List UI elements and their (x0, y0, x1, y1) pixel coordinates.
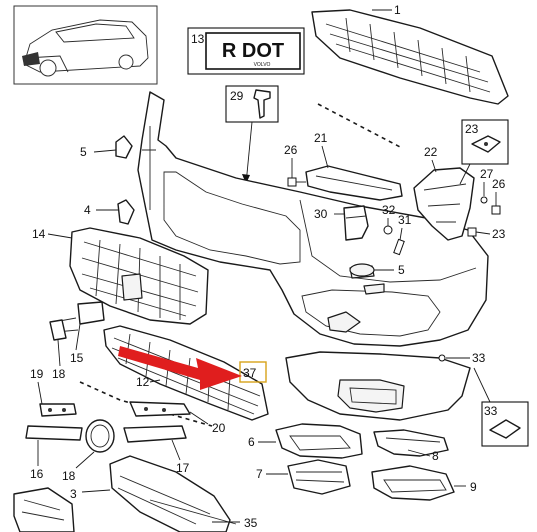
bracket-21 (305, 145, 403, 201)
washer-32 (383, 218, 393, 235)
bracket-15 (53, 301, 105, 351)
callout-1: 1 (394, 3, 401, 17)
callout-22: 22 (424, 145, 438, 159)
callout-6: 6 (248, 435, 255, 449)
callout-27: 27 (480, 167, 494, 181)
plate-brand: VOLVO (254, 62, 271, 68)
callout-33-right: 33 (472, 351, 486, 365)
callout-13: 13 (191, 32, 205, 46)
bolt-27 (480, 182, 488, 204)
bolt-26-left (287, 158, 306, 187)
callout-18-upper: 18 (52, 367, 66, 381)
fog-grille-9 (371, 465, 466, 501)
tow-cover-right (349, 263, 394, 277)
callout-33-box: 33 (484, 404, 498, 418)
bracket-4 (96, 199, 135, 225)
strip-17 (123, 425, 187, 461)
spoiler-37 (285, 351, 471, 421)
callout-35: 35 (244, 516, 258, 530)
callout-30: 30 (314, 207, 328, 221)
vehicle-thumbnail (13, 5, 158, 85)
callout-29: 29 (230, 89, 244, 103)
callout-17: 17 (176, 461, 190, 475)
callout-labels: 1 3 4 5 5 6 7 8 9 12 13 14 15 16 17 18 1… (30, 3, 506, 530)
emblem-18 (75, 419, 115, 469)
callout-31: 31 (398, 213, 412, 227)
bolt-23 (467, 227, 491, 237)
bracket-19 (37, 381, 77, 417)
bolt-26-right (491, 192, 501, 215)
callout-7: 7 (256, 467, 263, 481)
callout-9: 9 (470, 480, 477, 494)
callout-19: 19 (30, 367, 44, 381)
absorber-3 (13, 455, 231, 532)
callout-15: 15 (70, 351, 84, 365)
callout-26-right: 26 (492, 177, 506, 191)
callout-37: 37 (243, 366, 257, 380)
callout-8: 8 (432, 449, 439, 463)
callout-32: 32 (382, 203, 396, 217)
screw-31 (393, 227, 405, 256)
callout-4: 4 (84, 203, 91, 217)
fog-grille-7 (266, 459, 351, 495)
callout-16: 16 (30, 467, 44, 481)
strip-16 (25, 425, 83, 466)
bracket-20 (129, 401, 209, 425)
callout-3: 3 (70, 487, 77, 501)
upper-carrier-part (311, 9, 509, 105)
clip-18-upper (49, 319, 67, 367)
rod-35 (149, 499, 240, 525)
callout-5-left: 5 (80, 145, 87, 159)
clip-30 (334, 205, 369, 241)
clip-box-23 (459, 119, 509, 185)
callout-18-lower: 18 (62, 469, 76, 483)
bezel-6 (258, 423, 363, 459)
callout-14: 14 (32, 227, 46, 241)
red-arrow (118, 346, 242, 390)
bracket-22 (413, 159, 475, 241)
number-plate-label: R DOT VOLVO (187, 27, 305, 75)
plate-text: R DOT (222, 40, 284, 62)
dashed-connectors (79, 103, 403, 427)
callout-26-left: 26 (284, 143, 298, 157)
highlight-box-37 (239, 361, 267, 383)
callout-12: 12 (136, 375, 150, 389)
callout-5-right: 5 (398, 263, 405, 277)
grille-part (47, 227, 209, 325)
clip-box-33 (473, 367, 529, 447)
callout-21: 21 (314, 131, 328, 145)
tow-cover-left (93, 135, 133, 159)
fog-bezel-8 (373, 429, 449, 457)
callout-23-box: 23 (465, 122, 479, 136)
callout-23-bolt: 23 (492, 227, 506, 241)
clip-box (225, 85, 279, 185)
callout-20: 20 (212, 421, 226, 435)
